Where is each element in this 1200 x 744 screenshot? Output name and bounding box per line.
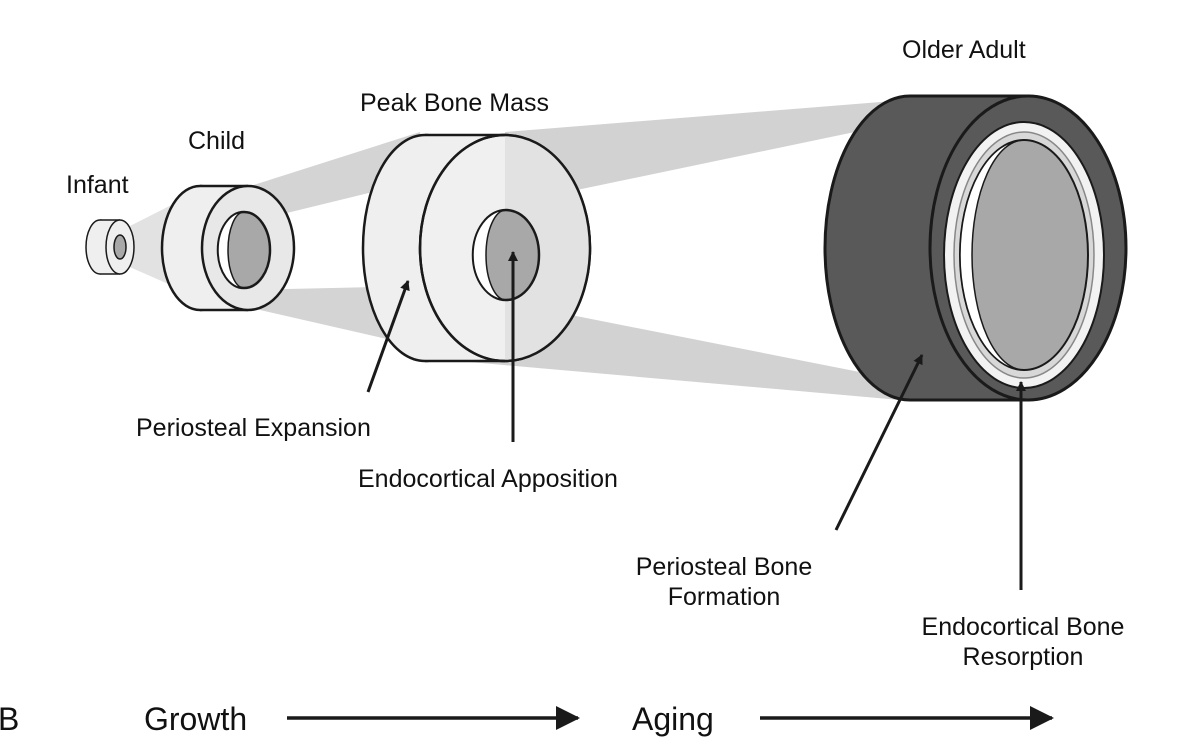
cone-child-peak-top (238, 132, 430, 222)
label-peak-bone-mass: Peak Bone Mass (360, 89, 549, 117)
label-periosteal-expansion: Periosteal Expansion (136, 414, 371, 442)
label-aging: Aging (632, 701, 714, 737)
label-child: Child (188, 127, 245, 155)
label-growth: Growth (144, 701, 248, 737)
cone-peak-older-top (505, 100, 960, 205)
panel-letter: B (0, 701, 20, 737)
label-older-adult: Older Adult (902, 36, 1026, 64)
label-endocortical-bone-resorption-line-2: Resorption (962, 643, 1084, 671)
label-periosteal-bone-formation-line-2: Formation (667, 583, 781, 611)
arrow-periosteal-expansion (366, 280, 410, 393)
older-ring (823, 94, 1128, 402)
label-periosteal-bone-formation-line-1: Periosteal Bone (635, 553, 813, 581)
label-endocortical-bone-resorption: Endocortical Bone Resorption (895, 612, 1151, 672)
cone-peak-older-bottom (470, 295, 900, 400)
pointer-arrows (366, 251, 1026, 590)
infant-ring (85, 219, 135, 275)
label-endocortical-bone-resorption-line-1: Endocortical Bone (921, 613, 1125, 641)
label-endocortical-apposition: Endocortical Apposition (358, 465, 618, 493)
label-infant: Infant (66, 171, 129, 199)
peak-ring (361, 133, 592, 363)
arrow-periosteal-bone-formation (834, 354, 924, 531)
label-periosteal-bone-formation: Periosteal Bone Formation (606, 552, 842, 612)
child-ring (160, 184, 296, 312)
